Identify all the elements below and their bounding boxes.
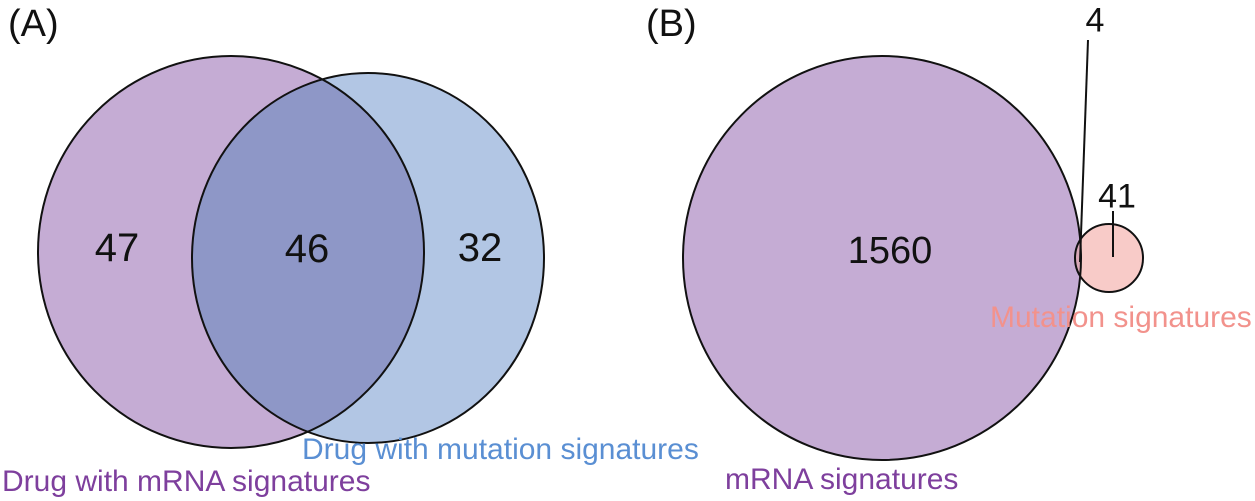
panel-b-left-set-label: mRNA signatures: [725, 463, 959, 496]
panel-a-left-only-count: 47: [94, 226, 140, 270]
panel-a-right-only-count: 32: [457, 226, 503, 270]
panel-b-right-only-count: 41: [1098, 177, 1136, 216]
panel-a-right-circle-outline: [191, 72, 545, 444]
panel-b-left-circle: [683, 56, 1081, 460]
panel-a-left-set-label: Drug with mRNA signatures: [2, 465, 371, 498]
panel-b-right-circle: [1075, 224, 1143, 292]
panel-b-right-circle-outline: [1074, 223, 1144, 293]
panel-a-intersection-count: 46: [284, 227, 330, 271]
panel-a-left-circle-outline: [37, 55, 425, 449]
panel-b-right-set-label: Mutation signatures: [990, 301, 1252, 334]
panel-a-label: (A): [8, 3, 59, 45]
panel-b-label: (B): [646, 3, 697, 45]
panel-a-right-set-label: Drug with mutation signatures: [302, 433, 699, 466]
panel-b-intersection-count: 4: [1085, 1, 1105, 40]
panel-a-intersection: [192, 73, 424, 443]
panel-b-left-only-count: 1560: [847, 230, 933, 273]
intersection-callout-line: [1079, 39, 1089, 263]
